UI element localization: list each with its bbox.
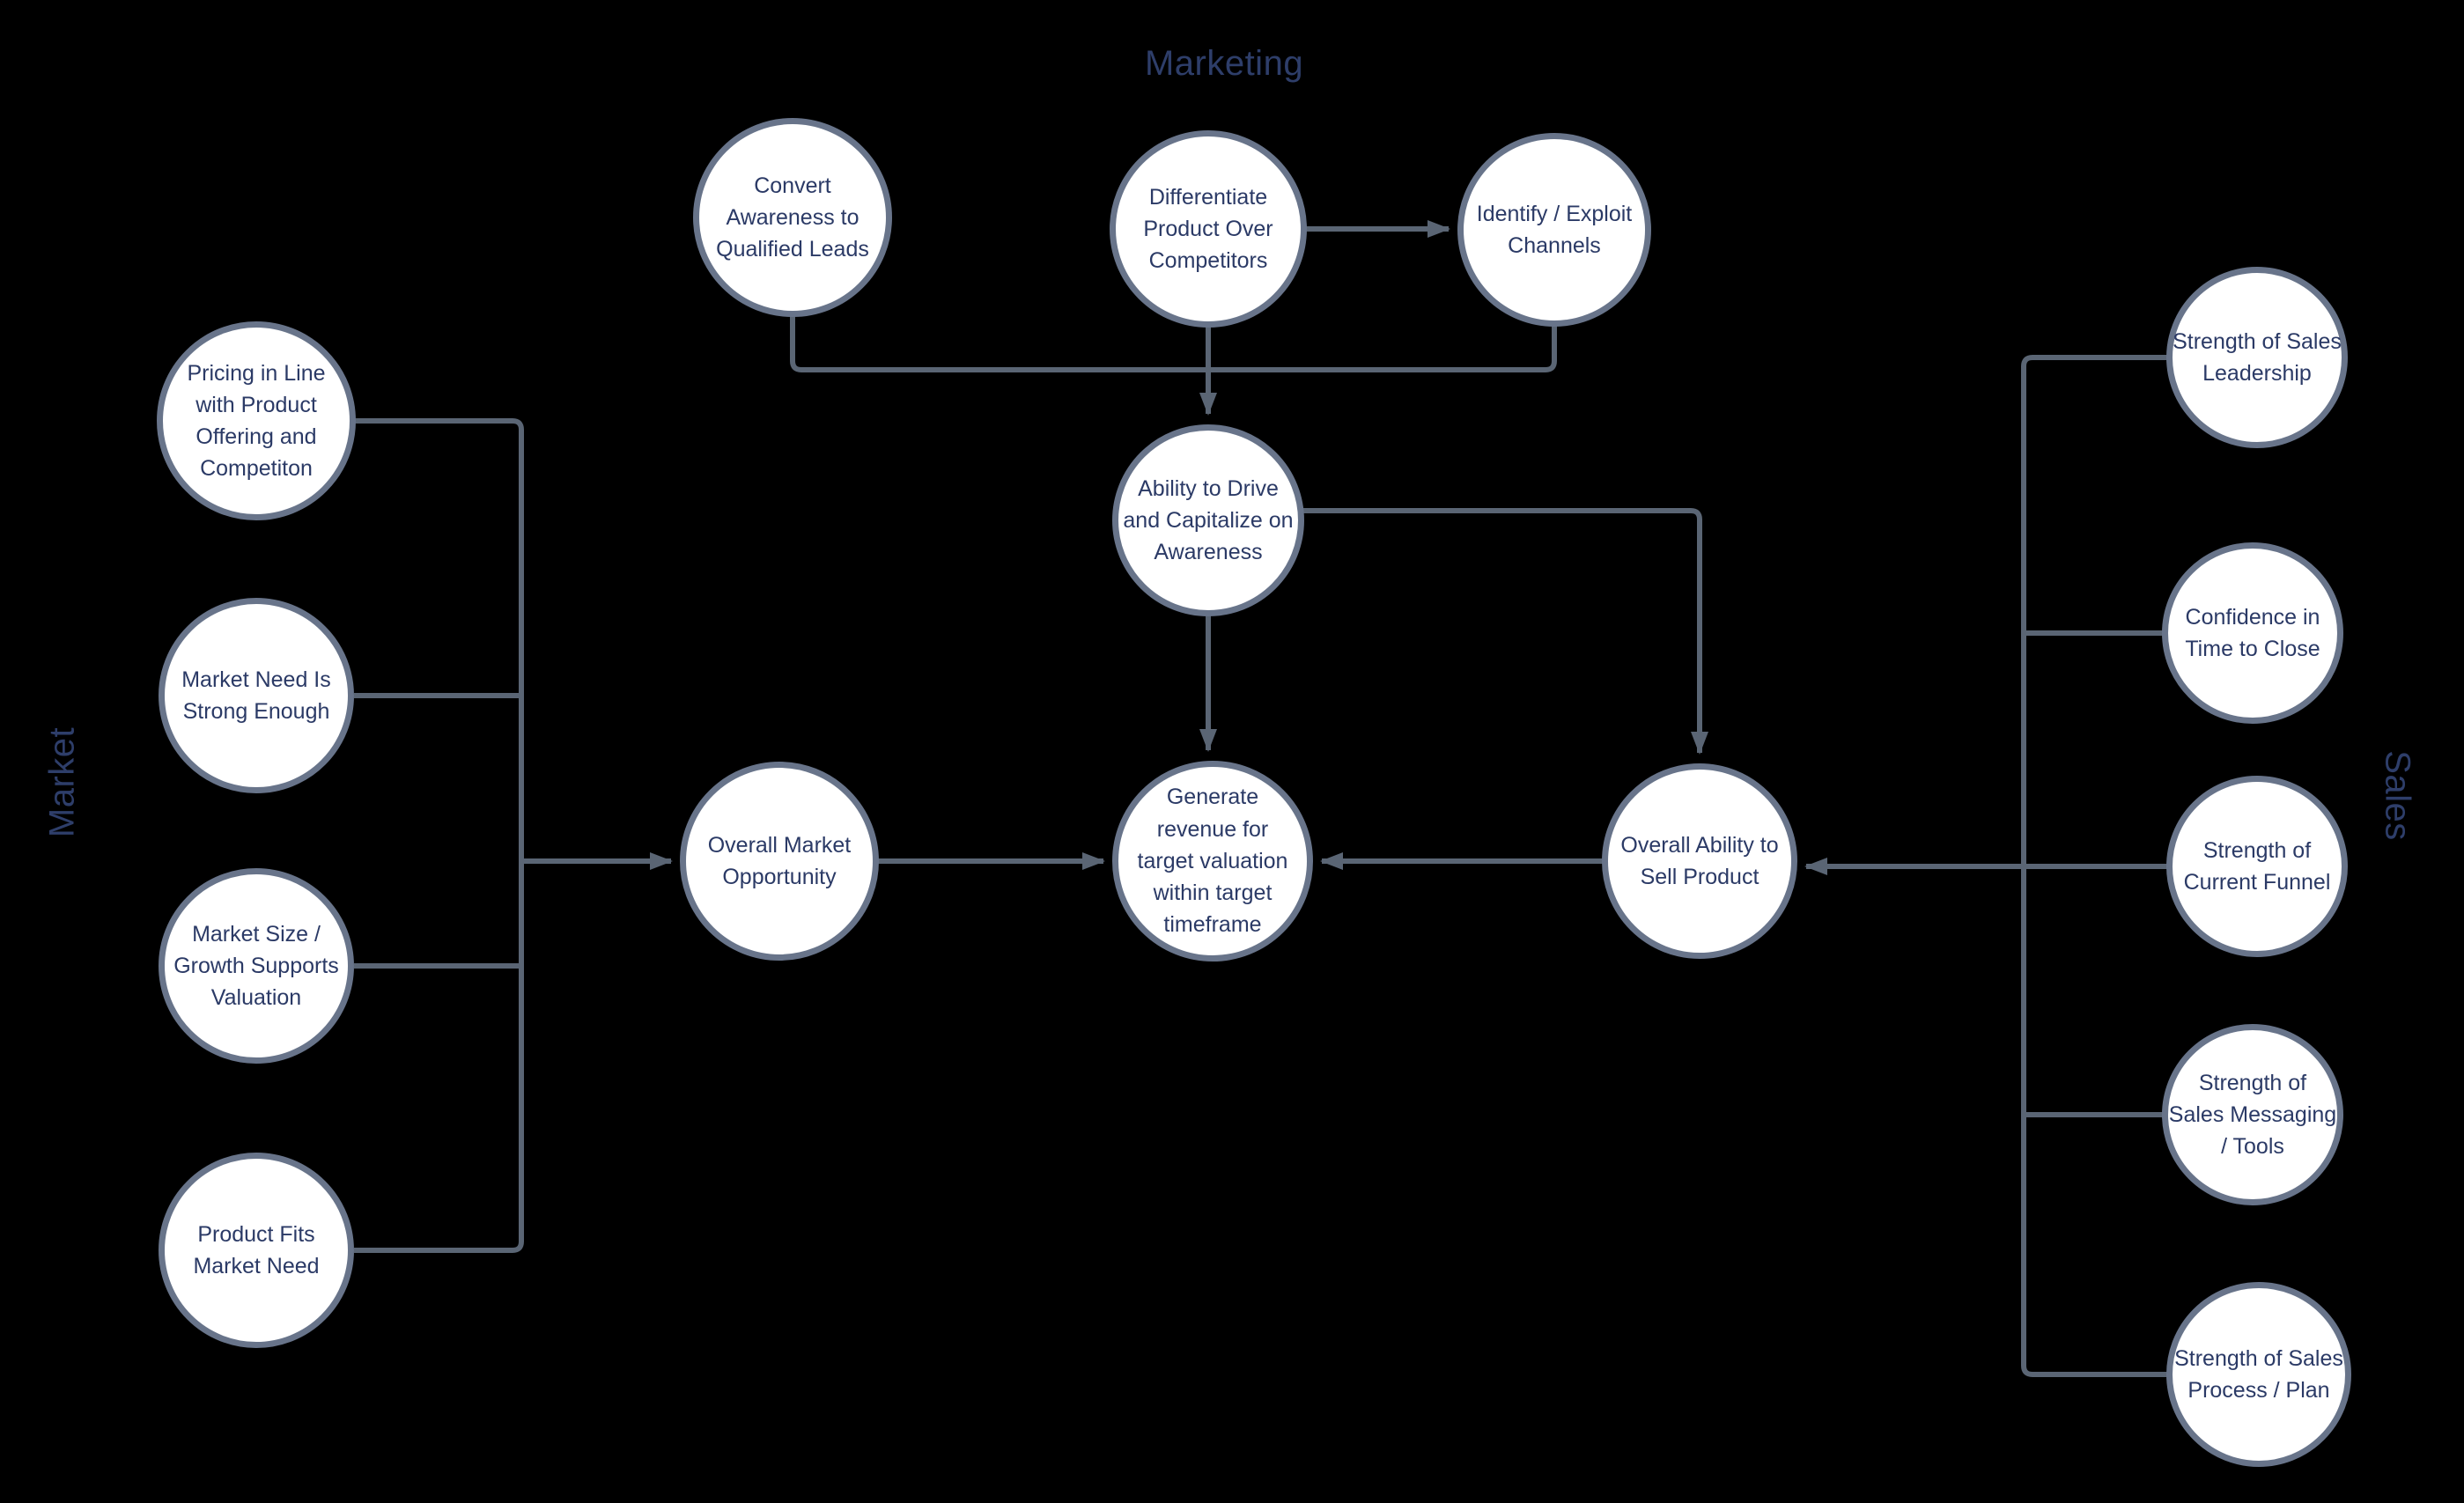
node-label: Market Need Is Strong Enough bbox=[181, 667, 331, 724]
node-label: Generate revenue for target valuation wi… bbox=[1137, 785, 1288, 938]
node-label: Market Size / Growth Supports Valuation bbox=[173, 921, 339, 1011]
node-confidence-time-close[interactable]: Confidence in Time to Close bbox=[2162, 542, 2343, 724]
node-differentiate-product[interactable]: Differentiate Product Over Competitors bbox=[1110, 130, 1307, 328]
edge-market-bracket bbox=[354, 418, 524, 1253]
node-sales-leadership[interactable]: Strength of Sales Leadership bbox=[2166, 267, 2348, 448]
edge-identify-to-awareness-junction bbox=[1208, 326, 1557, 372]
node-label: Strength of Sales Process / Plan bbox=[2174, 1345, 2343, 1403]
edge-convert-to-awareness-junction bbox=[790, 316, 1208, 372]
node-generate-revenue[interactable]: Generate revenue for target valuation wi… bbox=[1112, 761, 1313, 961]
node-label: Convert Awareness to Qualified Leads bbox=[716, 173, 869, 262]
node-overall-ability-sell[interactable]: Overall Ability to Sell Product bbox=[1602, 763, 1797, 959]
node-label: Ability to Drive and Capitalize on Aware… bbox=[1123, 475, 1294, 565]
node-label: Strength of Sales Messaging / Tools bbox=[2168, 1070, 2337, 1160]
node-overall-market-opportunity[interactable]: Overall Market Opportunity bbox=[680, 762, 879, 961]
node-market-size-growth[interactable]: Market Size / Growth Supports Valuation bbox=[159, 868, 354, 1064]
node-product-fits-need[interactable]: Product Fits Market Need bbox=[159, 1153, 354, 1348]
node-label: Identify / Exploit Channels bbox=[1476, 201, 1633, 258]
node-sales-process-plan[interactable]: Strength of Sales Process / Plan bbox=[2166, 1282, 2351, 1467]
section-label-sales: Sales bbox=[2378, 750, 2417, 841]
node-label: Differentiate Product Over Competitors bbox=[1143, 184, 1273, 274]
edge-ability-to-overall-ability bbox=[1303, 508, 1708, 755]
node-label: Strength of Sales Leadership bbox=[2173, 328, 2342, 386]
node-convert-awareness[interactable]: Convert Awareness to Qualified Leads bbox=[693, 118, 892, 317]
node-sales-messaging-tools[interactable]: Strength of Sales Messaging / Tools bbox=[2162, 1024, 2343, 1205]
node-ability-drive-awareness[interactable]: Ability to Drive and Capitalize on Aware… bbox=[1112, 424, 1304, 616]
node-label: Product Fits Market Need bbox=[193, 1221, 320, 1278]
node-market-need-strong[interactable]: Market Need Is Strong Enough bbox=[159, 598, 354, 793]
node-label: Overall Ability to Sell Product bbox=[1620, 832, 1779, 889]
node-label: Overall Market Opportunity bbox=[707, 832, 852, 889]
node-pricing-in-line[interactable]: Pricing in Line with Product Offering an… bbox=[157, 321, 356, 520]
node-current-funnel[interactable]: Strength of Current Funnel bbox=[2166, 776, 2348, 957]
section-label-marketing: Marketing bbox=[1144, 44, 1304, 83]
node-label: Confidence in Time to Close bbox=[2185, 604, 2320, 661]
node-label: Strength of Current Funnel bbox=[2183, 837, 2331, 895]
node-label: Pricing in Line with Product Offering an… bbox=[187, 360, 326, 482]
node-identify-exploit-channels[interactable]: Identify / Exploit Channels bbox=[1457, 133, 1651, 327]
section-label-market: Market bbox=[42, 726, 82, 838]
